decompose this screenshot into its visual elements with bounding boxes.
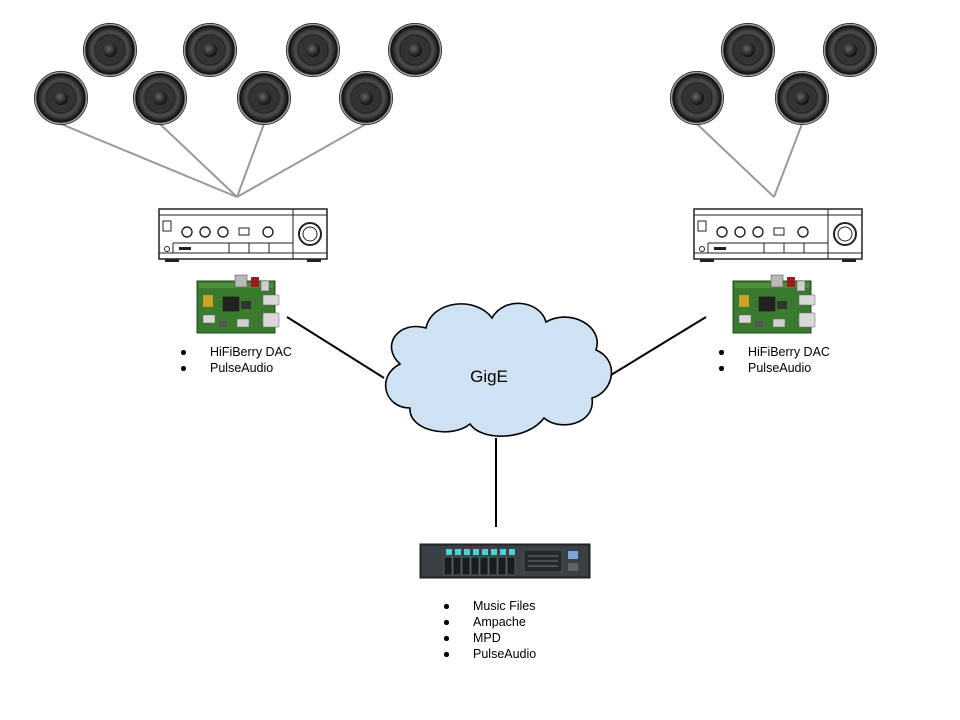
speaker-icon [338,70,394,126]
speaker-icon [669,70,725,126]
right-node-feature-list: HiFiBerry DAC PulseAudio [717,344,830,376]
left-speaker-wires [60,123,367,198]
cloud-icon [384,302,613,437]
rack-server-icon [419,543,591,579]
speaker-icon [33,70,89,126]
right-amplifier-icon [693,208,863,263]
list-item: HiFiBerry DAC [179,344,292,360]
network-label: GigE [470,367,508,386]
speaker-icon [822,22,878,78]
left-node-feature-list: HiFiBerry DAC PulseAudio [179,344,292,376]
left-raspberry-pi-board-icon [196,274,280,334]
list-item: MPD [442,630,536,646]
speaker-icon [82,22,138,78]
speaker-icon [720,22,776,78]
network-links [286,316,707,527]
right-speaker-array [669,22,878,126]
list-item: Music Files [442,598,536,614]
speaker-icon [132,70,188,126]
speaker-icon [387,22,443,78]
speaker-icon [774,70,830,126]
speaker-icon [182,22,238,78]
list-item: PulseAudio [442,646,536,662]
server-feature-list: Music Files Ampache MPD PulseAudio [442,598,536,662]
list-item: Ampache [442,614,536,630]
speaker-icon [236,70,292,126]
right-raspberry-pi-board-icon [732,274,816,334]
speaker-icon [285,22,341,78]
left-speaker-array [33,22,443,126]
list-item: PulseAudio [179,360,292,376]
list-item: HiFiBerry DAC [717,344,830,360]
left-amplifier-icon [158,208,328,263]
right-speaker-wires [696,123,803,198]
list-item: PulseAudio [717,360,830,376]
